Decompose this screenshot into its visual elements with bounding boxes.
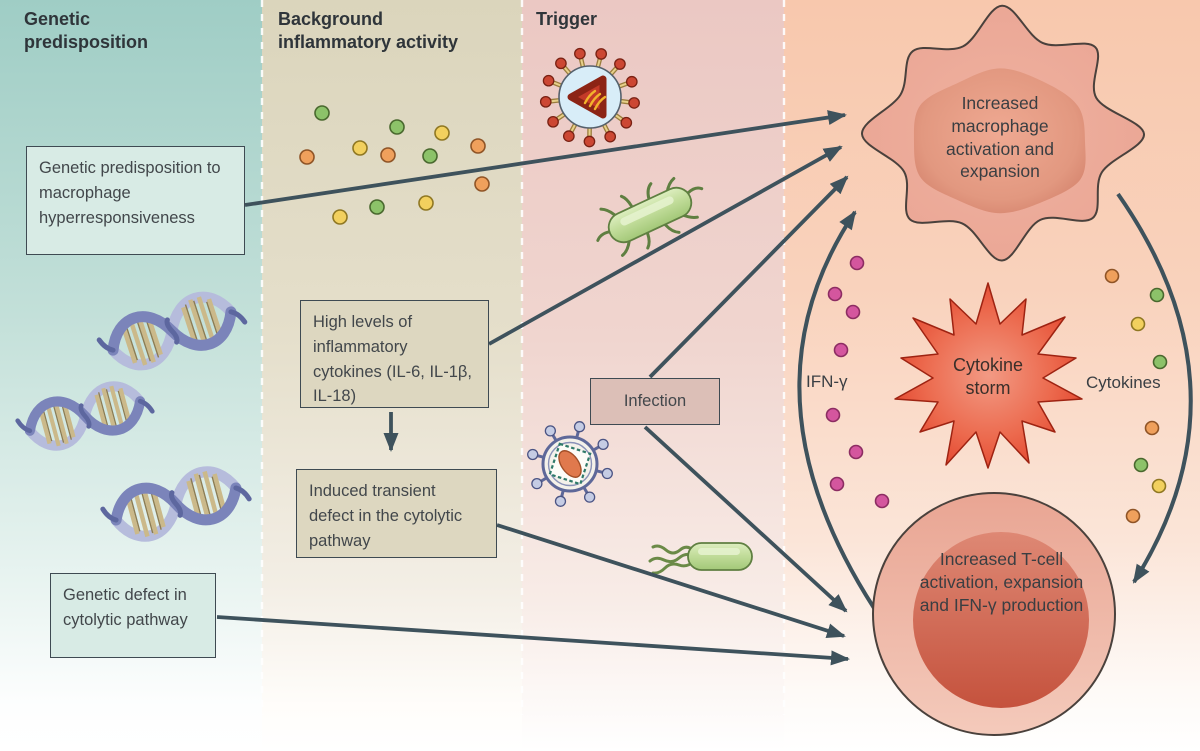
column-title-genetic: Genetic predisposition (24, 9, 149, 53)
coronavirus-icon (539, 47, 640, 148)
feedback-arrows (797, 192, 1193, 610)
t-cell (872, 492, 1116, 736)
bacterium-icon (596, 177, 704, 257)
cytokines-label: Cytokines (1086, 373, 1161, 392)
macrophage-label: Increased macrophage activation and expa… (946, 93, 1054, 182)
infection-box: Infection (590, 378, 720, 425)
induced-defect-box: Induced transient defect in the cytolyti… (296, 469, 497, 558)
cytokine-storm-label: Cytokine storm (952, 355, 1024, 399)
high-cytokines-box: High levels of inflammatory cytokines (I… (300, 300, 489, 408)
macrophage-cell (860, 4, 1146, 262)
t-cell-label: Increased T-cell activation, expansion a… (919, 549, 1084, 615)
genetic-predisposition-box: Genetic predisposition to macrophage hyp… (26, 146, 245, 255)
flagellated-bacterium-icon (648, 542, 753, 575)
background-cytokine-dots (299, 105, 490, 225)
ifn-gamma-label: IFN-γ (806, 372, 848, 391)
column-title-inflammation: Background inflammatory activity (278, 9, 459, 53)
enveloped-virus-icon (527, 421, 613, 507)
genetic-defect-box: Genetic defect in cytolytic pathway (50, 573, 216, 658)
dna-icons (15, 286, 251, 546)
ifn-gamma-dots (825, 255, 890, 509)
column-title-trigger: Trigger (536, 9, 598, 29)
cytokine-storm-burst (894, 282, 1083, 469)
pathway-arrows (216, 110, 850, 666)
cytokine-dots-right (1104, 268, 1168, 524)
